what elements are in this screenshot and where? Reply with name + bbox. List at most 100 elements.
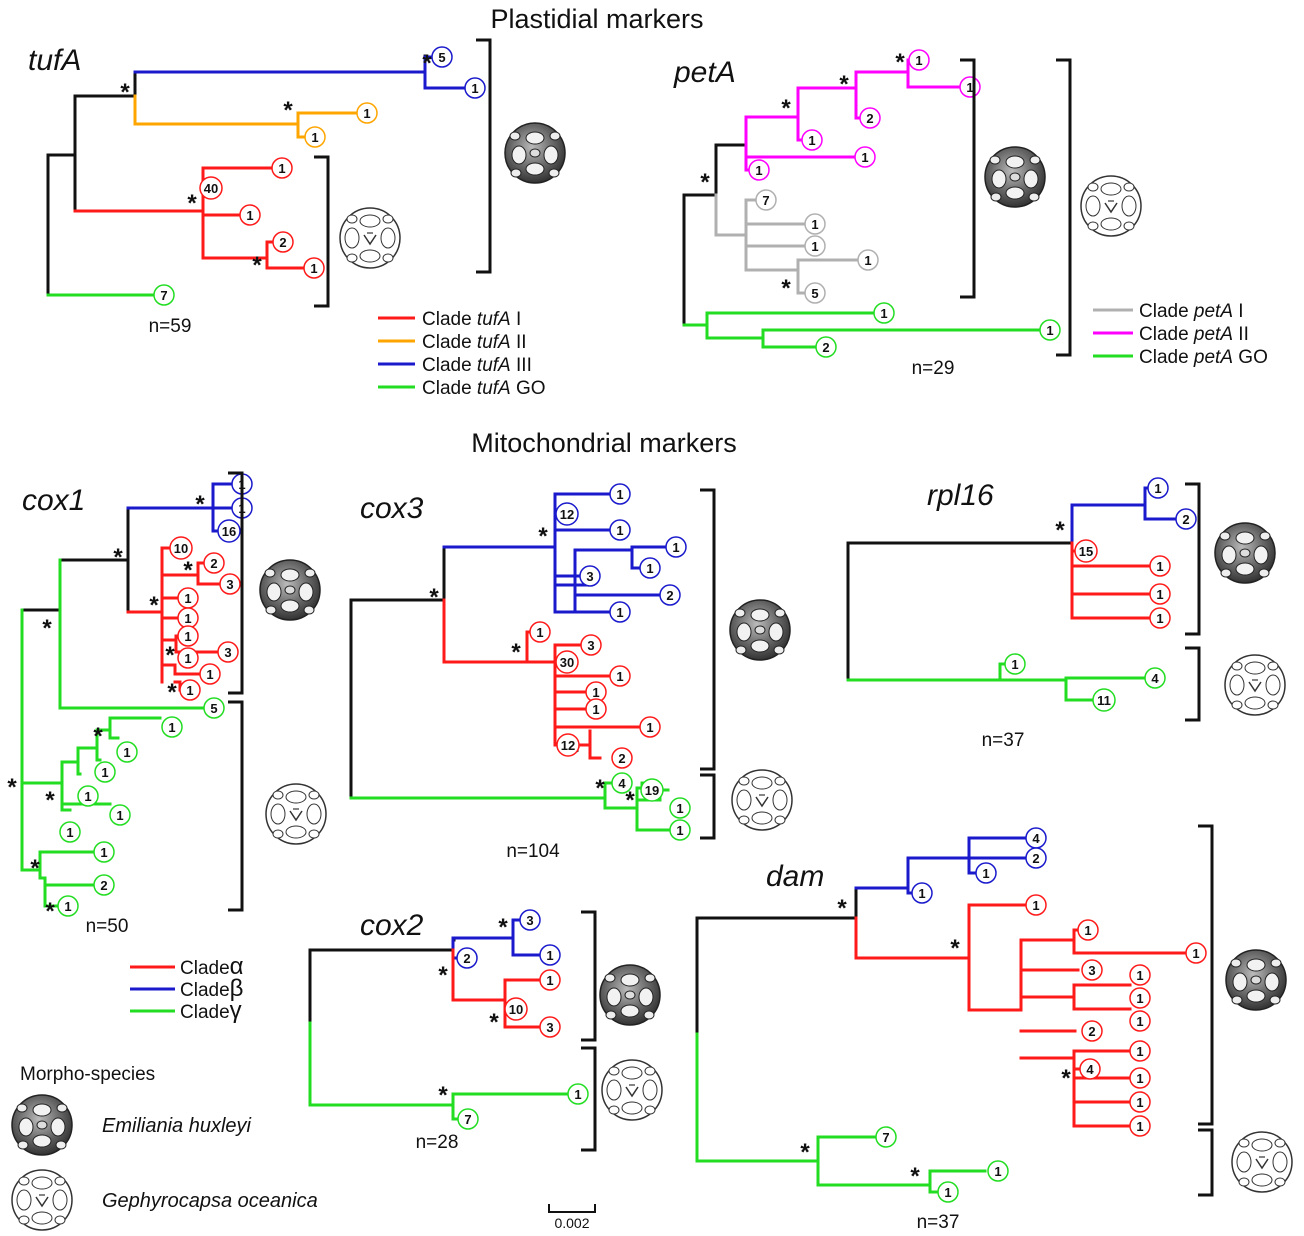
cox1-leaf-count: 1 <box>116 808 123 823</box>
petA-leaf-bubble <box>873 302 895 324</box>
cox1-leaf-count: 1 <box>186 683 193 698</box>
cox1-leaf-count: 16 <box>222 524 236 539</box>
petA-leaf-bubble <box>854 146 876 168</box>
dam-leaf-count: 1 <box>1136 1119 1143 1134</box>
rpl16-leaf-bubble <box>1004 653 1026 675</box>
cox2-leaf-count: 3 <box>526 913 533 928</box>
cox3-leaf-count: 3 <box>587 638 594 653</box>
rpl16-bracket-ehx <box>1185 482 1201 636</box>
cox2-leaf-bubble <box>456 947 478 969</box>
tufA-branch-clade2b <box>296 122 307 139</box>
petA-star: * <box>700 169 710 196</box>
cox1-star: * <box>165 642 175 669</box>
tufA-legend-I: Clade tufA I <box>422 309 521 330</box>
cox3-leaf-bubble <box>585 698 607 720</box>
cox3-leaf-bubble <box>555 650 579 674</box>
petA-leaf-count: 1 <box>861 150 868 165</box>
tufA-leaf-bubble <box>464 77 486 99</box>
cox3-leaf-count: 1 <box>616 669 623 684</box>
cox1-leaf-count: 1 <box>206 667 213 682</box>
dam-leaf-bubble <box>1079 1058 1101 1080</box>
dam-leaf-count: 1 <box>944 1185 951 1200</box>
gene-label-tufA: tufA <box>28 44 81 77</box>
dam-leaf-bubble <box>987 1160 1009 1182</box>
cox3-star: * <box>595 775 605 802</box>
dam-leaf-bubble <box>1185 942 1207 964</box>
cox1-leaf-bubble <box>109 804 131 826</box>
tufA-star: * <box>187 190 197 217</box>
rpl16-ehx-icon <box>1214 522 1276 584</box>
petA-leaf-count: 1 <box>966 80 973 95</box>
dam-star: * <box>910 1163 920 1190</box>
cox3-goc-icon <box>731 769 793 831</box>
cox2-goc-icon <box>601 1059 663 1121</box>
dam-branch-root <box>695 886 910 1036</box>
rpl16-leaf-count: 1 <box>1011 657 1018 672</box>
cox1-leaf-bubble <box>93 841 115 863</box>
tufA-leaf-bubble <box>271 157 293 179</box>
cox1-leaf-count: 10 <box>174 541 188 556</box>
tufA-leaf-count: 1 <box>310 261 317 276</box>
dam-leaf-bubble <box>1129 1067 1151 1089</box>
cox1-leaf-count: 1 <box>184 611 191 626</box>
cox1-leaf-count: 3 <box>224 645 231 660</box>
petA-branch-clade2 <box>744 58 970 172</box>
cox3-leaf-count: 12 <box>561 738 575 753</box>
cox2-leaf-count: 7 <box>464 1112 471 1127</box>
cox1-star: * <box>45 787 55 814</box>
cox3-leaf-count: 1 <box>676 823 683 838</box>
cox2-leaf-bubble <box>539 944 561 966</box>
cox2-leaf-bubble <box>519 909 541 931</box>
cox1-bracket-goc <box>228 700 244 912</box>
cox1-leaf-count: 2 <box>100 878 107 893</box>
cox2-bracket-goc <box>581 1046 597 1152</box>
cox1-leaf-bubble <box>219 573 241 595</box>
dam-branch-beta <box>854 836 1028 895</box>
petA-leaf-count: 1 <box>1046 323 1053 338</box>
cox1-leaf-count: 1 <box>184 651 191 666</box>
dam-star: * <box>800 1139 810 1166</box>
rpl16-leaf-bubble <box>1092 688 1116 712</box>
tufA-leaf-bubble <box>304 126 326 148</box>
dam-leaf-count: 4 <box>1032 831 1040 846</box>
dam-leaf-bubble <box>1025 894 1047 916</box>
cox3-leaf-bubble <box>669 819 691 841</box>
rpl16-leaf-count: 11 <box>1097 693 1111 708</box>
petA-leaf-count: 5 <box>811 286 818 301</box>
cox1-leaf-bubble <box>203 552 225 574</box>
cox1-star: * <box>149 592 159 619</box>
tufA-star: * <box>422 50 432 77</box>
cox3-star: * <box>538 523 548 550</box>
petA-branch-go-stem <box>682 193 709 327</box>
cox1-leaf-count: 1 <box>64 899 71 914</box>
cox3-leaf-bubble <box>580 634 602 656</box>
tufA-leaf-count: 1 <box>311 130 318 145</box>
dam-leaf-count: 3 <box>1088 963 1095 978</box>
tufA-leaf-bubble <box>239 204 261 226</box>
species-gephyrocapsa: Gephyrocapsa oceanica <box>102 1190 318 1212</box>
n-label-cox1: n=50 <box>86 916 129 937</box>
rpl16-branch-root <box>846 541 1074 682</box>
petA-leaf-bubble <box>859 107 881 129</box>
cox2-leaf-count: 1 <box>574 1087 581 1102</box>
morpho-title: Morpho-species <box>20 1064 155 1085</box>
tufA-leaf-bubble <box>272 231 294 253</box>
dam-leaf-count: 1 <box>1084 923 1091 938</box>
dam-star: * <box>837 895 847 922</box>
cox2-branch-root <box>308 938 456 1025</box>
cox3-star: * <box>429 584 439 611</box>
cox3-leaf-bubble <box>529 621 551 643</box>
cox1-leaf-count: 5 <box>210 701 217 716</box>
tufA-leaf-bubble <box>153 284 175 306</box>
trees: *****51111401217*****11211171115112*****… <box>7 38 1293 1203</box>
tufA-leaf-count: 1 <box>363 106 370 121</box>
cox1-leaf-bubble <box>94 761 116 783</box>
mito-legend-beta: Cladeβ <box>180 975 243 1002</box>
cox3-leaf-count: 3 <box>586 569 593 584</box>
dam-leaf-count: 1 <box>1136 1095 1143 1110</box>
dam-leaf-count: 1 <box>918 886 925 901</box>
cox1-leaf-count: 1 <box>184 629 191 644</box>
rpl16-goc-icon <box>1224 654 1286 716</box>
cox3-leaf-count: 1 <box>646 561 653 576</box>
